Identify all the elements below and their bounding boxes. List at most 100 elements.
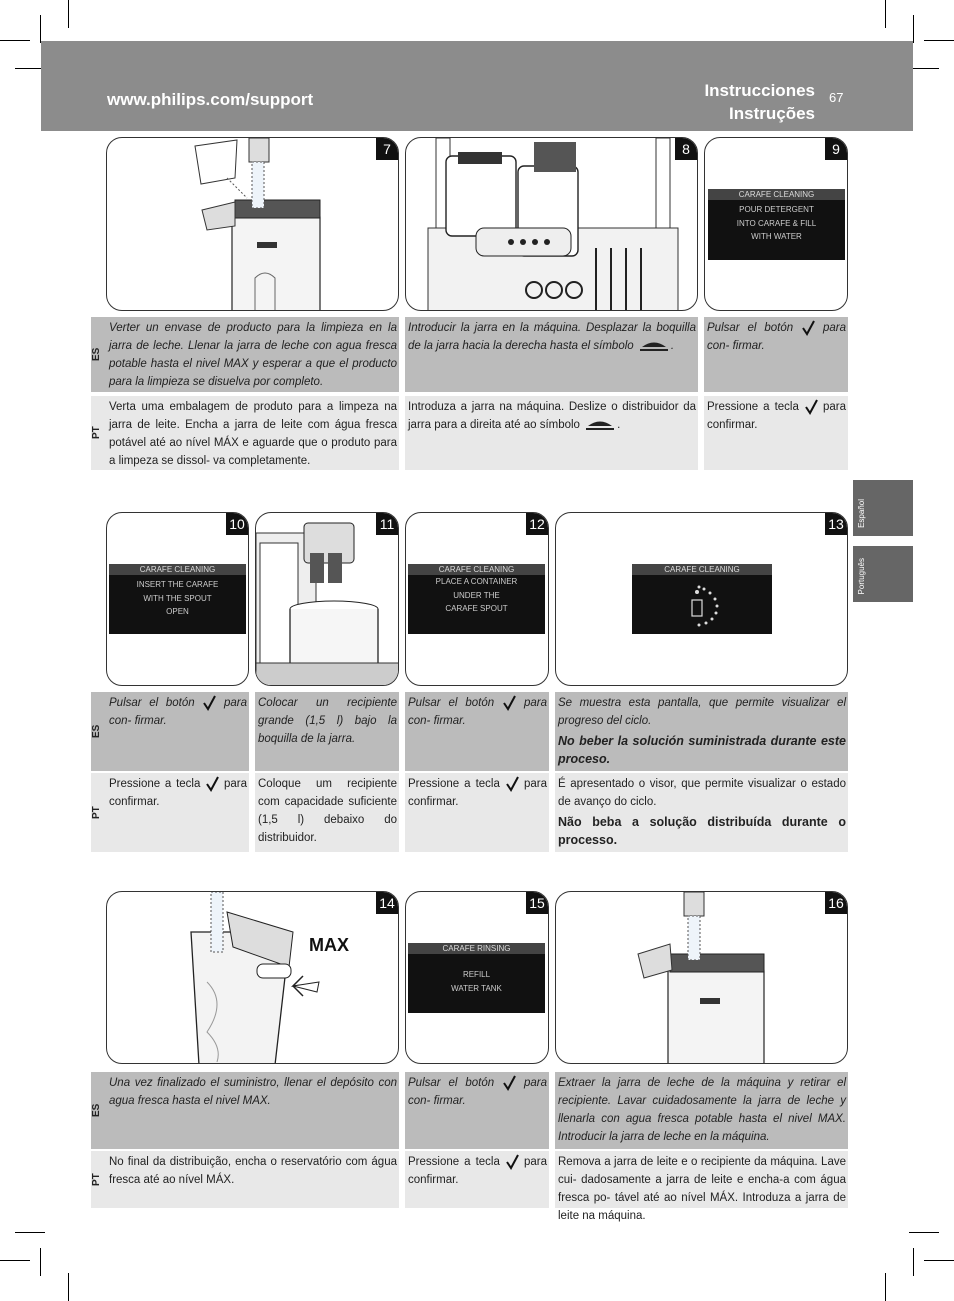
support-url[interactable]: www.philips.com/support	[107, 90, 314, 109]
text-span: Pulsar el botón	[408, 1077, 495, 1089]
step-16-illustration: 16	[555, 891, 848, 1064]
text-span: para confirmar.	[707, 401, 846, 431]
text-span: para con- firmar.	[707, 322, 846, 352]
container-under-spout-illustration	[256, 522, 398, 685]
crop-mark	[68, 1273, 69, 1301]
crop-mark	[885, 1273, 886, 1301]
screen-line: REFILL	[462, 970, 491, 979]
text-span: Pressione a tecla	[707, 401, 799, 413]
step-number-11: 11	[376, 513, 398, 535]
display-screen: CARAFE CLEANING POUR DETERGENT INTO CARA…	[708, 189, 845, 260]
text-span: para confirmar.	[408, 1156, 547, 1186]
display-screen: CARAFE RINSING REFILL WATER TANK	[408, 943, 545, 1013]
text-span: Introduza a jarra na máquina. Deslize o …	[408, 401, 696, 431]
text-span: para confirmar.	[408, 778, 547, 808]
screen-title: CARAFE CLEANING	[632, 564, 772, 575]
step-16-text-es: Extraer la jarra de leche de la máquina …	[555, 1072, 848, 1149]
screen-line: PLACE A CONTAINER	[435, 577, 518, 586]
step-number-7: 7	[376, 138, 398, 160]
text-span: Pulsar el botón	[707, 322, 794, 334]
step-13-illustration: CARAFE CLEANING 13	[555, 512, 848, 686]
step-14-text-es: Una vez finalizado el suministro, llenar…	[106, 1072, 399, 1149]
step-10-text-es: Pulsar el botón para con- firmar.	[106, 692, 249, 771]
screen-title: CARAFE RINSING	[408, 943, 545, 954]
check-icon	[503, 695, 516, 711]
text-span: para con- firmar.	[109, 697, 247, 727]
screen-line: WITH THE SPOUT	[143, 593, 212, 603]
step-10-text-pt: Pressione a tecla para confirmar.	[106, 773, 249, 852]
page-header: www.philips.com/support Instrucciones In…	[41, 41, 913, 131]
lang-bg-pt	[91, 1151, 108, 1208]
step-13-text-pt: É apresentado o visor, que permite visua…	[555, 773, 848, 852]
spout-right-icon	[586, 421, 615, 430]
crop-mark	[15, 68, 45, 69]
crop-mark	[40, 15, 41, 43]
crop-mark	[909, 1232, 939, 1233]
crop-mark	[40, 1248, 41, 1276]
check-icon	[802, 320, 815, 336]
tab-portugues[interactable]: Português	[853, 546, 913, 602]
text-span: para con- firmar.	[408, 697, 547, 727]
step-number-9: 9	[825, 138, 847, 160]
step-11-text-pt: Coloque um recipiente com capacidade suf…	[255, 773, 399, 852]
step-15-text-pt: Pressione a tecla para confirmar.	[405, 1151, 549, 1208]
lang-bg-es	[91, 692, 108, 771]
check-icon	[805, 399, 818, 415]
check-icon	[506, 1154, 519, 1170]
step-14-illustration: 14	[106, 891, 399, 1064]
step-10-illustration: CARAFE CLEANING INSERT THE CARAFE WITH T…	[106, 512, 249, 686]
screen-title: CARAFE CLEANING	[708, 189, 845, 200]
screen-line: WITH WATER	[751, 232, 802, 241]
carafe-rinse-illustration	[637, 892, 765, 1063]
step-11-illustration: 11	[255, 512, 399, 686]
text-span: para confirmar.	[109, 778, 247, 808]
text-span: Pressione a tecla	[408, 1156, 500, 1168]
max-label: MAX	[309, 935, 349, 955]
text-span: Pulsar el botón	[408, 697, 495, 709]
step-8-text-es: Introducir la jarra en la máquina. Despl…	[405, 317, 698, 392]
step-12-text-es: Pulsar el botón para con- firmar.	[405, 692, 549, 771]
step-7-illustration: 7	[106, 137, 399, 311]
display-screen: CARAFE CLEANING PLACE A CONTAINER UNDER …	[408, 564, 545, 634]
warning-text: No beber la solución suministrada durant…	[558, 734, 846, 766]
lang-bg-es	[91, 317, 108, 392]
text-span: Pressione a tecla	[408, 778, 500, 790]
step-number-12: 12	[526, 513, 548, 535]
warning-text: Não beba a solução distribuída durante o…	[558, 815, 846, 847]
screen-line: CARAFE SPOUT	[445, 604, 508, 613]
crop-mark	[924, 1260, 954, 1261]
carafe-in-machine-illustration	[427, 138, 679, 310]
screen-line: INTO CARAFE & FILL	[736, 218, 817, 228]
step-9-illustration: CARAFE CLEANING POUR DETERGENT INTO CARA…	[704, 137, 848, 311]
text-paragraph: Se muestra esta pantalla, que permite vi…	[558, 697, 846, 727]
step-14-text-pt: No final da distribuição, encha o reserv…	[106, 1151, 399, 1208]
crop-mark	[909, 68, 939, 69]
step-number-13: 13	[825, 513, 847, 535]
crop-mark	[15, 1232, 45, 1233]
step-number-15: 15	[526, 892, 548, 914]
crop-mark	[913, 1248, 914, 1276]
display-screen: CARAFE CLEANING INSERT THE CARAFE WITH T…	[109, 564, 246, 634]
crop-mark	[0, 40, 30, 41]
step-7-text-es: Verter un envase de producto para la lim…	[106, 317, 399, 392]
screen-title: CARAFE CLEANING	[408, 564, 545, 575]
check-icon	[506, 776, 519, 792]
text-span: Introducir la jarra en la máquina. Despl…	[408, 322, 696, 352]
step-13-text-es: Se muestra esta pantalla, que permite vi…	[555, 692, 848, 771]
screen-title: CARAFE CLEANING	[109, 564, 246, 575]
text-paragraph: É apresentado o visor, que permite visua…	[558, 778, 846, 808]
step-12-illustration: CARAFE CLEANING PLACE A CONTAINER UNDER …	[405, 512, 549, 686]
title-pt: Instruções	[729, 104, 815, 123]
step-16-text-pt: Remova a jarra de leite e o recipiente d…	[555, 1151, 848, 1222]
progress-icon	[691, 585, 719, 627]
step-number-10: 10	[226, 513, 248, 535]
page-number: 67	[829, 90, 844, 105]
lang-bg-pt	[91, 773, 108, 852]
step-9-text-pt: Pressione a tecla para confirmar.	[704, 396, 848, 470]
step-number-14: 14	[376, 892, 398, 914]
text-span: Pressione a tecla	[109, 778, 201, 790]
text-span: para con- firmar.	[408, 1077, 547, 1107]
check-icon	[203, 695, 217, 711]
lang-bg-pt	[91, 396, 108, 470]
tab-espanol[interactable]: Español	[853, 480, 913, 536]
